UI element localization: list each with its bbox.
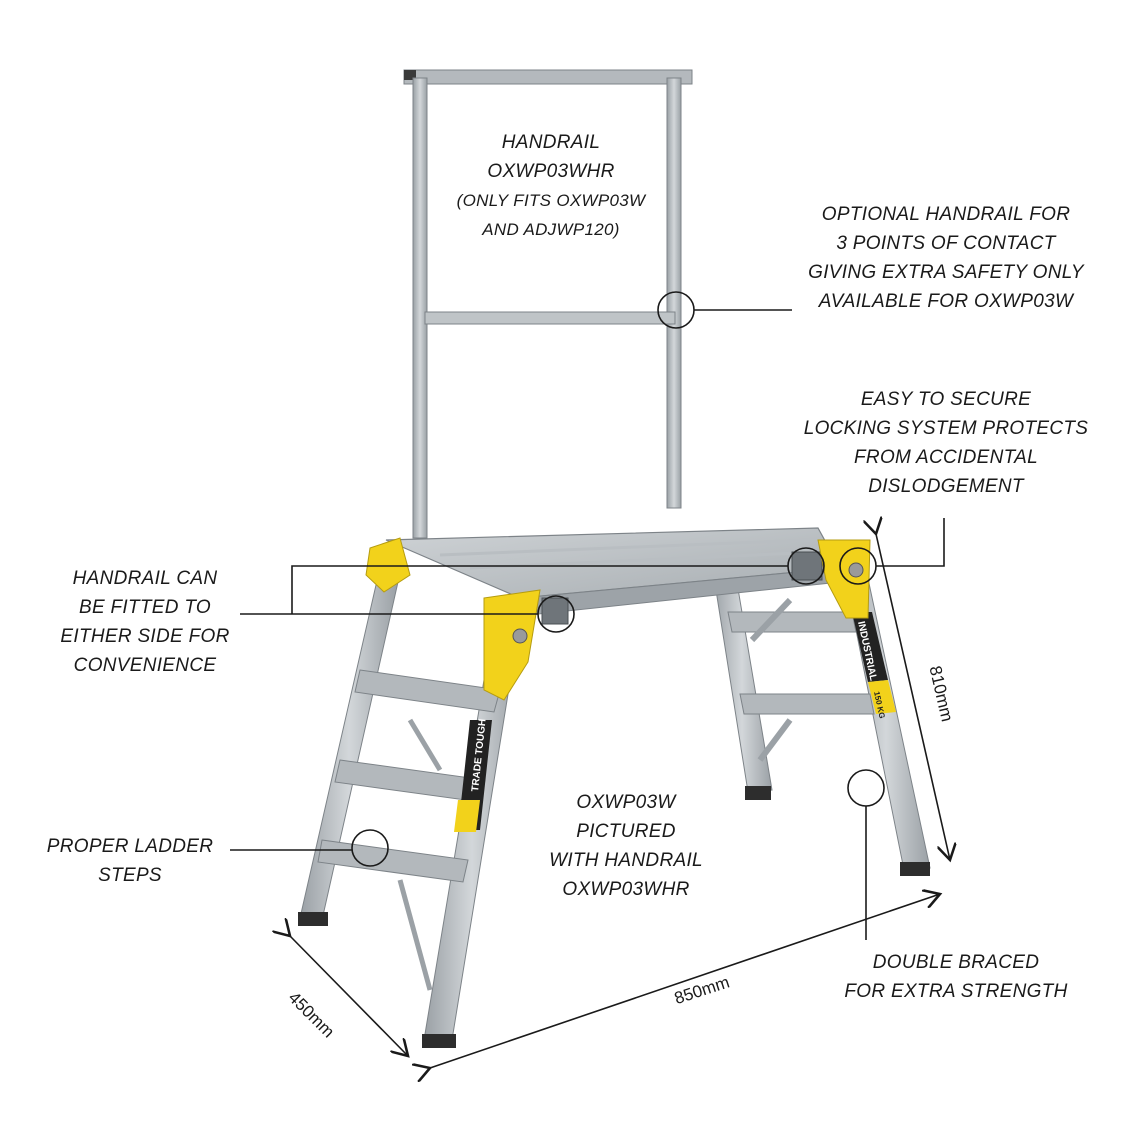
platform-deck bbox=[385, 527, 841, 625]
either-side-line: EITHER SIDE FOR bbox=[60, 626, 230, 647]
ladder-step-callout bbox=[351, 829, 389, 867]
ladder-steps-label: PROPER LADDER STEPS bbox=[30, 832, 230, 890]
ladder-steps-line: STEPS bbox=[98, 865, 162, 886]
optional-handrail-line: OPTIONAL HANDRAIL FOR bbox=[821, 204, 1071, 225]
optional-handrail-line: AVAILABLE FOR OXWP03W bbox=[818, 291, 1074, 312]
double-brace-callout bbox=[847, 769, 885, 807]
length-arrow bbox=[430, 894, 940, 1068]
rear-legs bbox=[711, 559, 931, 876]
handrail-title-line: (ONLY FITS OXWP03W bbox=[456, 191, 646, 210]
optional-handrail-line: 3 POINTS OF CONTACT bbox=[836, 233, 1056, 254]
pictured-line: OXWP03W bbox=[576, 792, 676, 813]
locking-system-label: EASY TO SECURE LOCKING SYSTEM PROTECTS F… bbox=[786, 385, 1106, 501]
height-arrow bbox=[876, 534, 950, 860]
either-side-line: HANDRAIL CAN bbox=[72, 568, 218, 589]
pictured-line: PICTURED bbox=[576, 821, 676, 842]
optional-handrail-label: OPTIONAL HANDRAIL FOR 3 POINTS OF CONTAC… bbox=[786, 200, 1106, 316]
depth-arrow bbox=[290, 936, 408, 1056]
pictured-line: WITH HANDRAIL bbox=[549, 850, 703, 871]
locking-system-line: FROM ACCIDENTAL bbox=[854, 447, 1038, 468]
locking-system-line: DISLODGEMENT bbox=[868, 476, 1024, 497]
either-side-line: CONVENIENCE bbox=[73, 655, 217, 676]
pictured-line: OXWP03WHR bbox=[562, 879, 690, 900]
dimension-arrows bbox=[290, 534, 950, 1068]
double-braced-label: DOUBLE BRACED FOR EXTRA STRENGTH bbox=[816, 948, 1096, 1006]
either-side-line: BE FITTED TO bbox=[78, 597, 212, 618]
pictured-label: OXWP03W PICTURED WITH HANDRAIL OXWP03WHR bbox=[516, 788, 736, 904]
double-braced-line: DOUBLE BRACED bbox=[872, 952, 1040, 973]
ladder-steps-line: PROPER LADDER bbox=[46, 836, 214, 857]
yellow-brackets bbox=[365, 537, 871, 701]
handrail-title-line: AND ADJWP120) bbox=[482, 220, 620, 239]
handrail-title-line: HANDRAIL bbox=[501, 132, 601, 153]
handrail-title-label: HANDRAIL OXWP03WHR (ONLY FITS OXWP03W AN… bbox=[426, 128, 676, 244]
locking-system-line: LOCKING SYSTEM PROTECTS bbox=[803, 418, 1089, 439]
either-side-label: HANDRAIL CAN BE FITTED TO EITHER SIDE FO… bbox=[40, 564, 250, 680]
optional-handrail-line: GIVING EXTRA SAFETY ONLY bbox=[808, 262, 1084, 283]
locking-system-line: EASY TO SECURE bbox=[860, 389, 1032, 410]
double-braced-line: FOR EXTRA STRENGTH bbox=[844, 981, 1068, 1002]
handrail-frame bbox=[403, 69, 693, 539]
handrail-title-line: OXWP03WHR bbox=[487, 161, 615, 182]
